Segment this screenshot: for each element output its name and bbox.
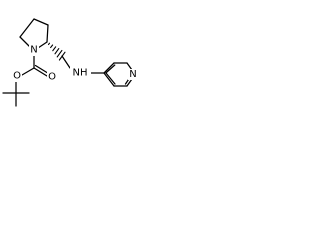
pyrrolidine-ring	[19, 18, 49, 51]
carbamate-group	[21, 52, 50, 77]
bond-ring-d	[46, 24, 49, 43]
bond-ring-a	[19, 36, 31, 48]
atom-carbonyl-oxygen: O	[47, 71, 57, 83]
atom-label-n: N	[129, 69, 136, 80]
atom-ring-nitrogen: N	[29, 44, 39, 56]
bond-carbonyl-double-2	[34, 64, 50, 75]
bond-carbonyl-double-1	[33, 67, 48, 77]
atom-label-nh: NH	[73, 68, 88, 79]
bond-carbonyl-ester	[21, 67, 35, 76]
molecule-structure: N O O NH N	[2, 18, 138, 107]
tert-butyl-group	[2, 79, 30, 107]
bond-ring-b	[19, 18, 35, 38]
atom-pyridine-nitrogen: N	[128, 69, 138, 80]
stereo-hashed-bond	[47, 42, 66, 61]
atom-ester-oxygen: O	[12, 70, 22, 82]
atom-label-o: O	[13, 71, 21, 82]
bond-ring-c	[33, 18, 49, 26]
atom-label-o: O	[48, 72, 56, 83]
bond-methylene-amine	[61, 55, 71, 69]
atom-label-n: N	[30, 45, 37, 56]
pyridine-ring	[103, 62, 133, 87]
atom-amine: NH	[70, 67, 91, 79]
